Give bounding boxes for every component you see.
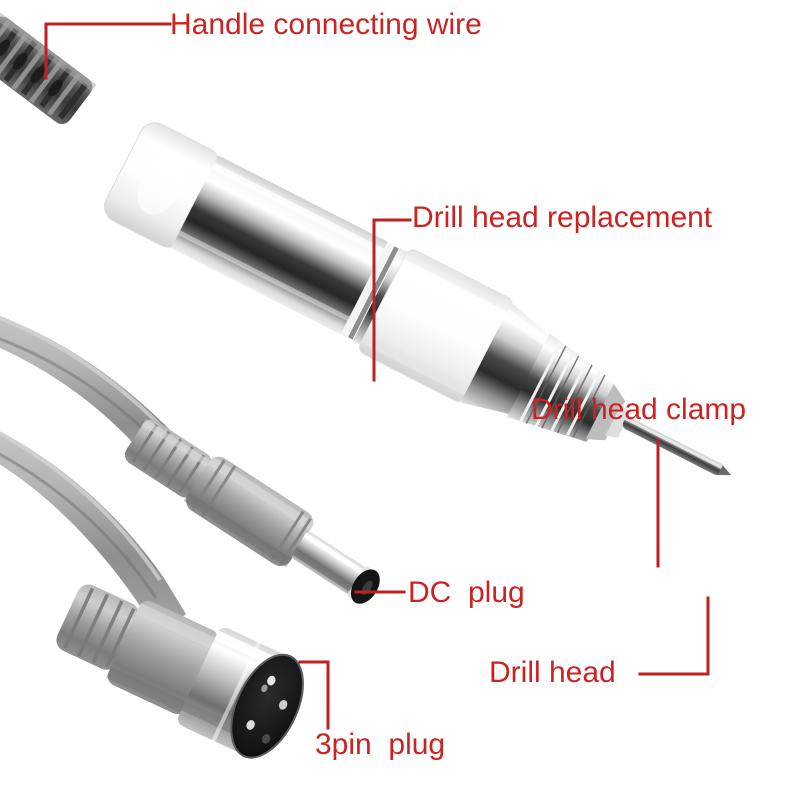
din-body bbox=[106, 600, 219, 715]
din-pin-face bbox=[230, 653, 304, 759]
spring-cable-protector bbox=[0, 12, 97, 125]
handpiece-nose bbox=[460, 302, 551, 415]
label-dc-plug: DC plug bbox=[408, 576, 525, 609]
din-pin-3 bbox=[278, 699, 288, 710]
din-strain-relief bbox=[56, 584, 139, 670]
leader-drill-head bbox=[638, 596, 710, 676]
cable-lower bbox=[0, 431, 186, 636]
label-drill-head-replacement: Drill head replacement bbox=[412, 201, 713, 234]
din-pin-1 bbox=[267, 675, 276, 686]
din-pin-2 bbox=[246, 720, 255, 730]
drill-head-clamp-part bbox=[507, 333, 630, 442]
dc-plug-part bbox=[124, 419, 380, 604]
dc-strain-relief bbox=[124, 419, 214, 498]
leader-3pin-plug bbox=[298, 660, 330, 730]
handpiece-barrel bbox=[171, 155, 394, 338]
handpiece bbox=[103, 122, 630, 442]
label-drill-head-clamp: Drill head clamp bbox=[531, 393, 747, 426]
label-handle-connecting-wire: Handle connecting wire bbox=[170, 8, 482, 41]
leader-drill-head-replacement bbox=[372, 218, 412, 382]
label-3pin-plug: 3pin plug bbox=[315, 728, 446, 761]
leader-handle-wire bbox=[44, 22, 172, 80]
label-drill-head: Drill head bbox=[489, 656, 616, 689]
handpiece-collar bbox=[359, 249, 513, 402]
dc-body bbox=[183, 456, 315, 568]
din-plug-part bbox=[56, 584, 304, 759]
drill-bit bbox=[622, 417, 732, 476]
